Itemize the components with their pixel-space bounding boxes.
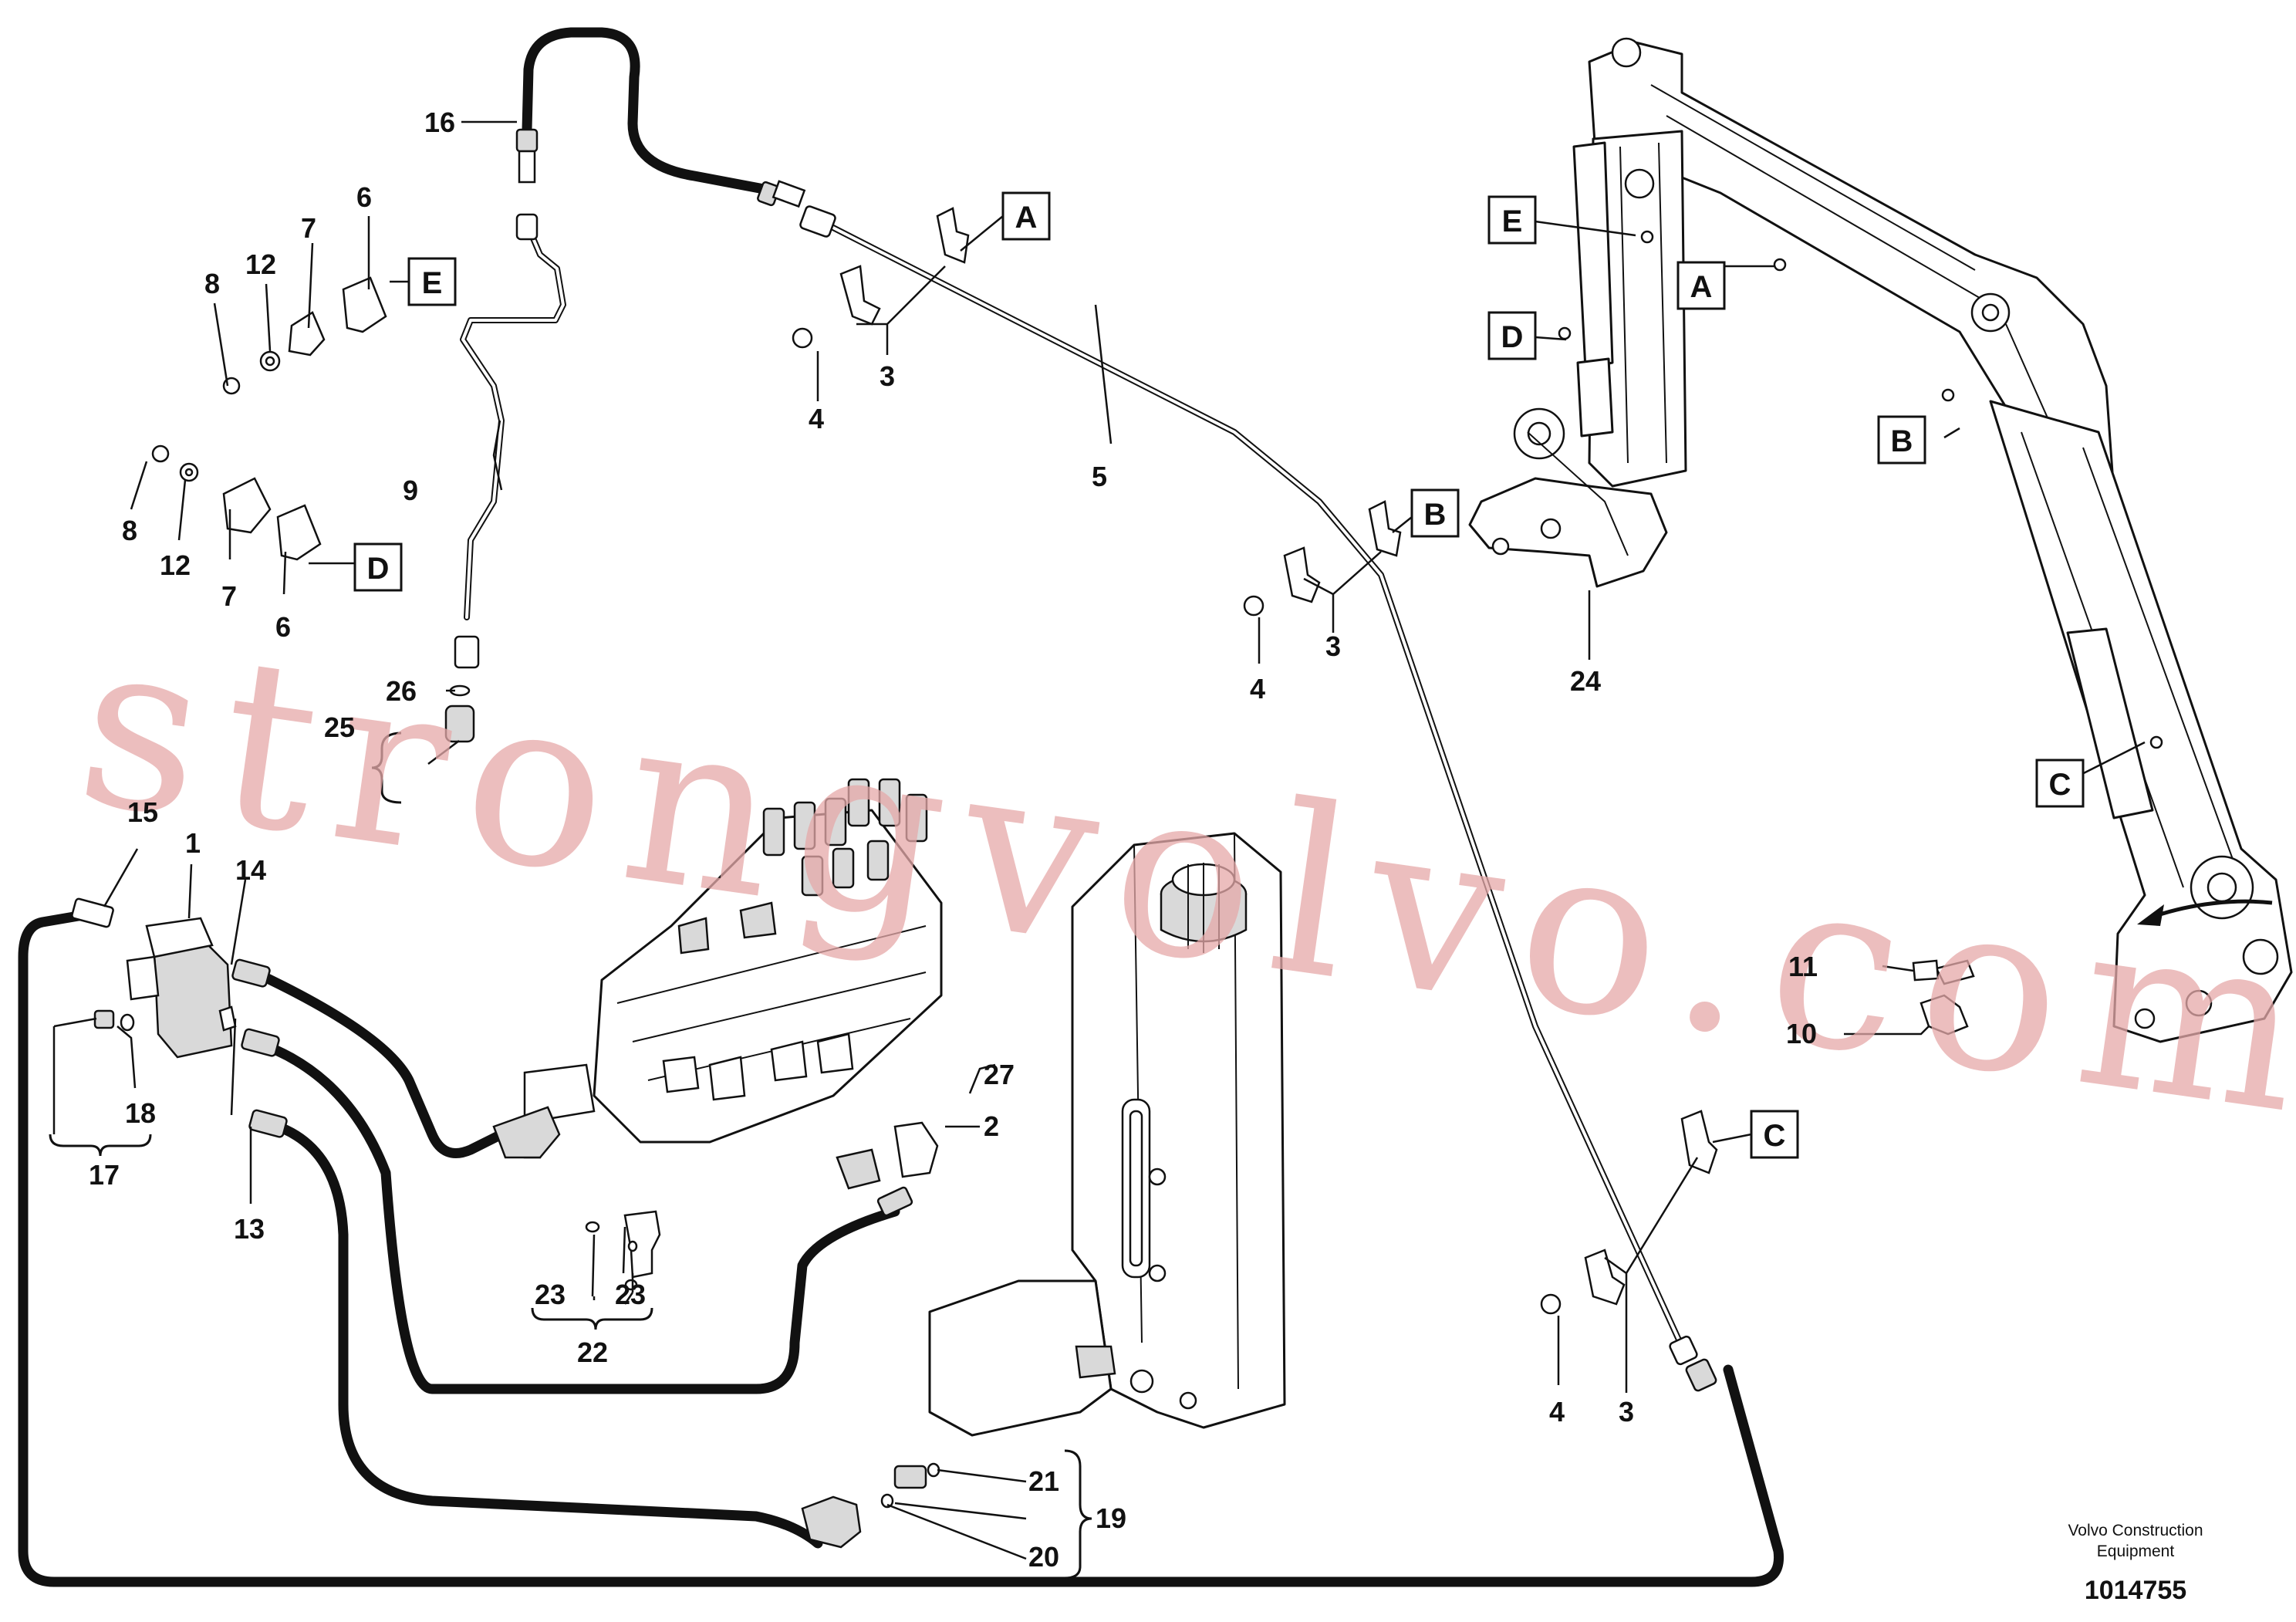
- ref-box-d-left: D: [353, 542, 403, 592]
- callout-3-bottom: 3: [1619, 1396, 1634, 1428]
- hose-16: [522, 27, 769, 194]
- callout-9: 9: [403, 475, 418, 506]
- company-name-line2: Equipment: [2097, 1543, 2175, 1560]
- callout-23-left: 23: [535, 1279, 566, 1310]
- callout-7-lower: 7: [221, 580, 237, 612]
- detail-arrow-head: [2137, 904, 2164, 926]
- callout-19: 19: [1096, 1502, 1126, 1534]
- tube-5: [822, 221, 1685, 1350]
- svg-text:E: E: [422, 266, 443, 300]
- callout-26: 26: [386, 675, 417, 707]
- callout-4-bottom: 4: [1549, 1396, 1565, 1428]
- hose-14: [249, 967, 507, 1158]
- fittings: [71, 128, 1717, 1549]
- callout-27: 27: [984, 1059, 1015, 1090]
- callout-6-lower: 6: [275, 611, 291, 643]
- callout-3-middle: 3: [1325, 630, 1341, 662]
- callout-3-top: 3: [880, 360, 895, 392]
- callout-14: 14: [235, 854, 266, 886]
- ref-box-c-bottom: C: [1750, 1110, 1799, 1159]
- callout-23-right: 23: [615, 1279, 646, 1310]
- footer: Volvo Construction Equipment 1014755: [2068, 1522, 2203, 1605]
- svg-text:D: D: [1501, 320, 1524, 354]
- group-braces: [49, 732, 1092, 1580]
- callout-15: 15: [127, 796, 158, 828]
- hydraulic-tank: [928, 832, 1286, 1437]
- svg-text:D: D: [367, 552, 390, 586]
- callout-18: 18: [125, 1097, 156, 1129]
- ref-box-d-boom: D: [1487, 311, 1537, 360]
- callout-11: 11: [1788, 951, 1818, 982]
- svg-text:C: C: [1764, 1119, 1786, 1153]
- callout-13: 13: [234, 1213, 265, 1245]
- tube-9: [460, 221, 566, 620]
- callout-10: 10: [1786, 1018, 1817, 1049]
- callout-8-upper: 8: [204, 268, 220, 299]
- callout-25: 25: [324, 711, 355, 743]
- ref-box-a-top: A: [1001, 191, 1051, 241]
- ref-box-e-left: E: [407, 257, 457, 306]
- callout-24: 24: [1570, 665, 1601, 697]
- callout-1: 1: [185, 827, 201, 859]
- svg-text:A: A: [1015, 201, 1038, 235]
- callout-6-upper: 6: [356, 181, 372, 213]
- boom-arm-assembly: [1468, 37, 2293, 1043]
- hose-lines: [18, 27, 1784, 1587]
- svg-text:E: E: [1502, 204, 1523, 238]
- svg-text:B: B: [1424, 498, 1447, 532]
- detail-arrow: [2148, 899, 2273, 921]
- callout-2: 2: [984, 1110, 999, 1142]
- svg-text:A: A: [1690, 270, 1713, 304]
- company-name-line1: Volvo Construction: [2068, 1522, 2203, 1539]
- hose-13: [261, 1117, 823, 1549]
- callout-12-lower: 12: [160, 549, 191, 581]
- callout-21: 21: [1028, 1465, 1059, 1497]
- callout-7-upper: 7: [301, 212, 316, 244]
- callout-4-top: 4: [809, 403, 824, 434]
- callout-22: 22: [577, 1336, 608, 1368]
- svg-text:C: C: [2049, 768, 2071, 802]
- callout-16: 16: [424, 106, 455, 138]
- ref-box-c-boom: C: [2035, 759, 2085, 808]
- ref-box-a-boom: A: [1676, 261, 1726, 310]
- ref-box-e-boom: E: [1487, 195, 1537, 245]
- callout-4-middle: 4: [1250, 673, 1265, 705]
- callout-labels: 16 9 8 12 7 6 8 12 7 6 26 25 3 4 5 3 4 2…: [89, 106, 1818, 1573]
- callout-17: 17: [89, 1159, 120, 1191]
- drawing-number: 1014755: [2085, 1576, 2186, 1605]
- hose-to-fitting-2: [249, 1036, 900, 1394]
- long-return-hose: [18, 907, 1784, 1587]
- clamps: [151, 207, 1975, 1315]
- leader-lines: [52, 120, 2146, 1560]
- callout-12-upper: 12: [245, 248, 276, 280]
- callout-8-lower: 8: [122, 515, 137, 546]
- ref-box-b-middle: B: [1410, 488, 1460, 538]
- control-valve-block: [523, 778, 943, 1159]
- callout-20: 20: [1028, 1541, 1059, 1573]
- callout-5: 5: [1092, 461, 1107, 492]
- ref-box-b-boom: B: [1877, 415, 1926, 465]
- reference-boxes: A E D B C E A D: [353, 191, 2085, 1159]
- svg-text:B: B: [1891, 424, 1913, 458]
